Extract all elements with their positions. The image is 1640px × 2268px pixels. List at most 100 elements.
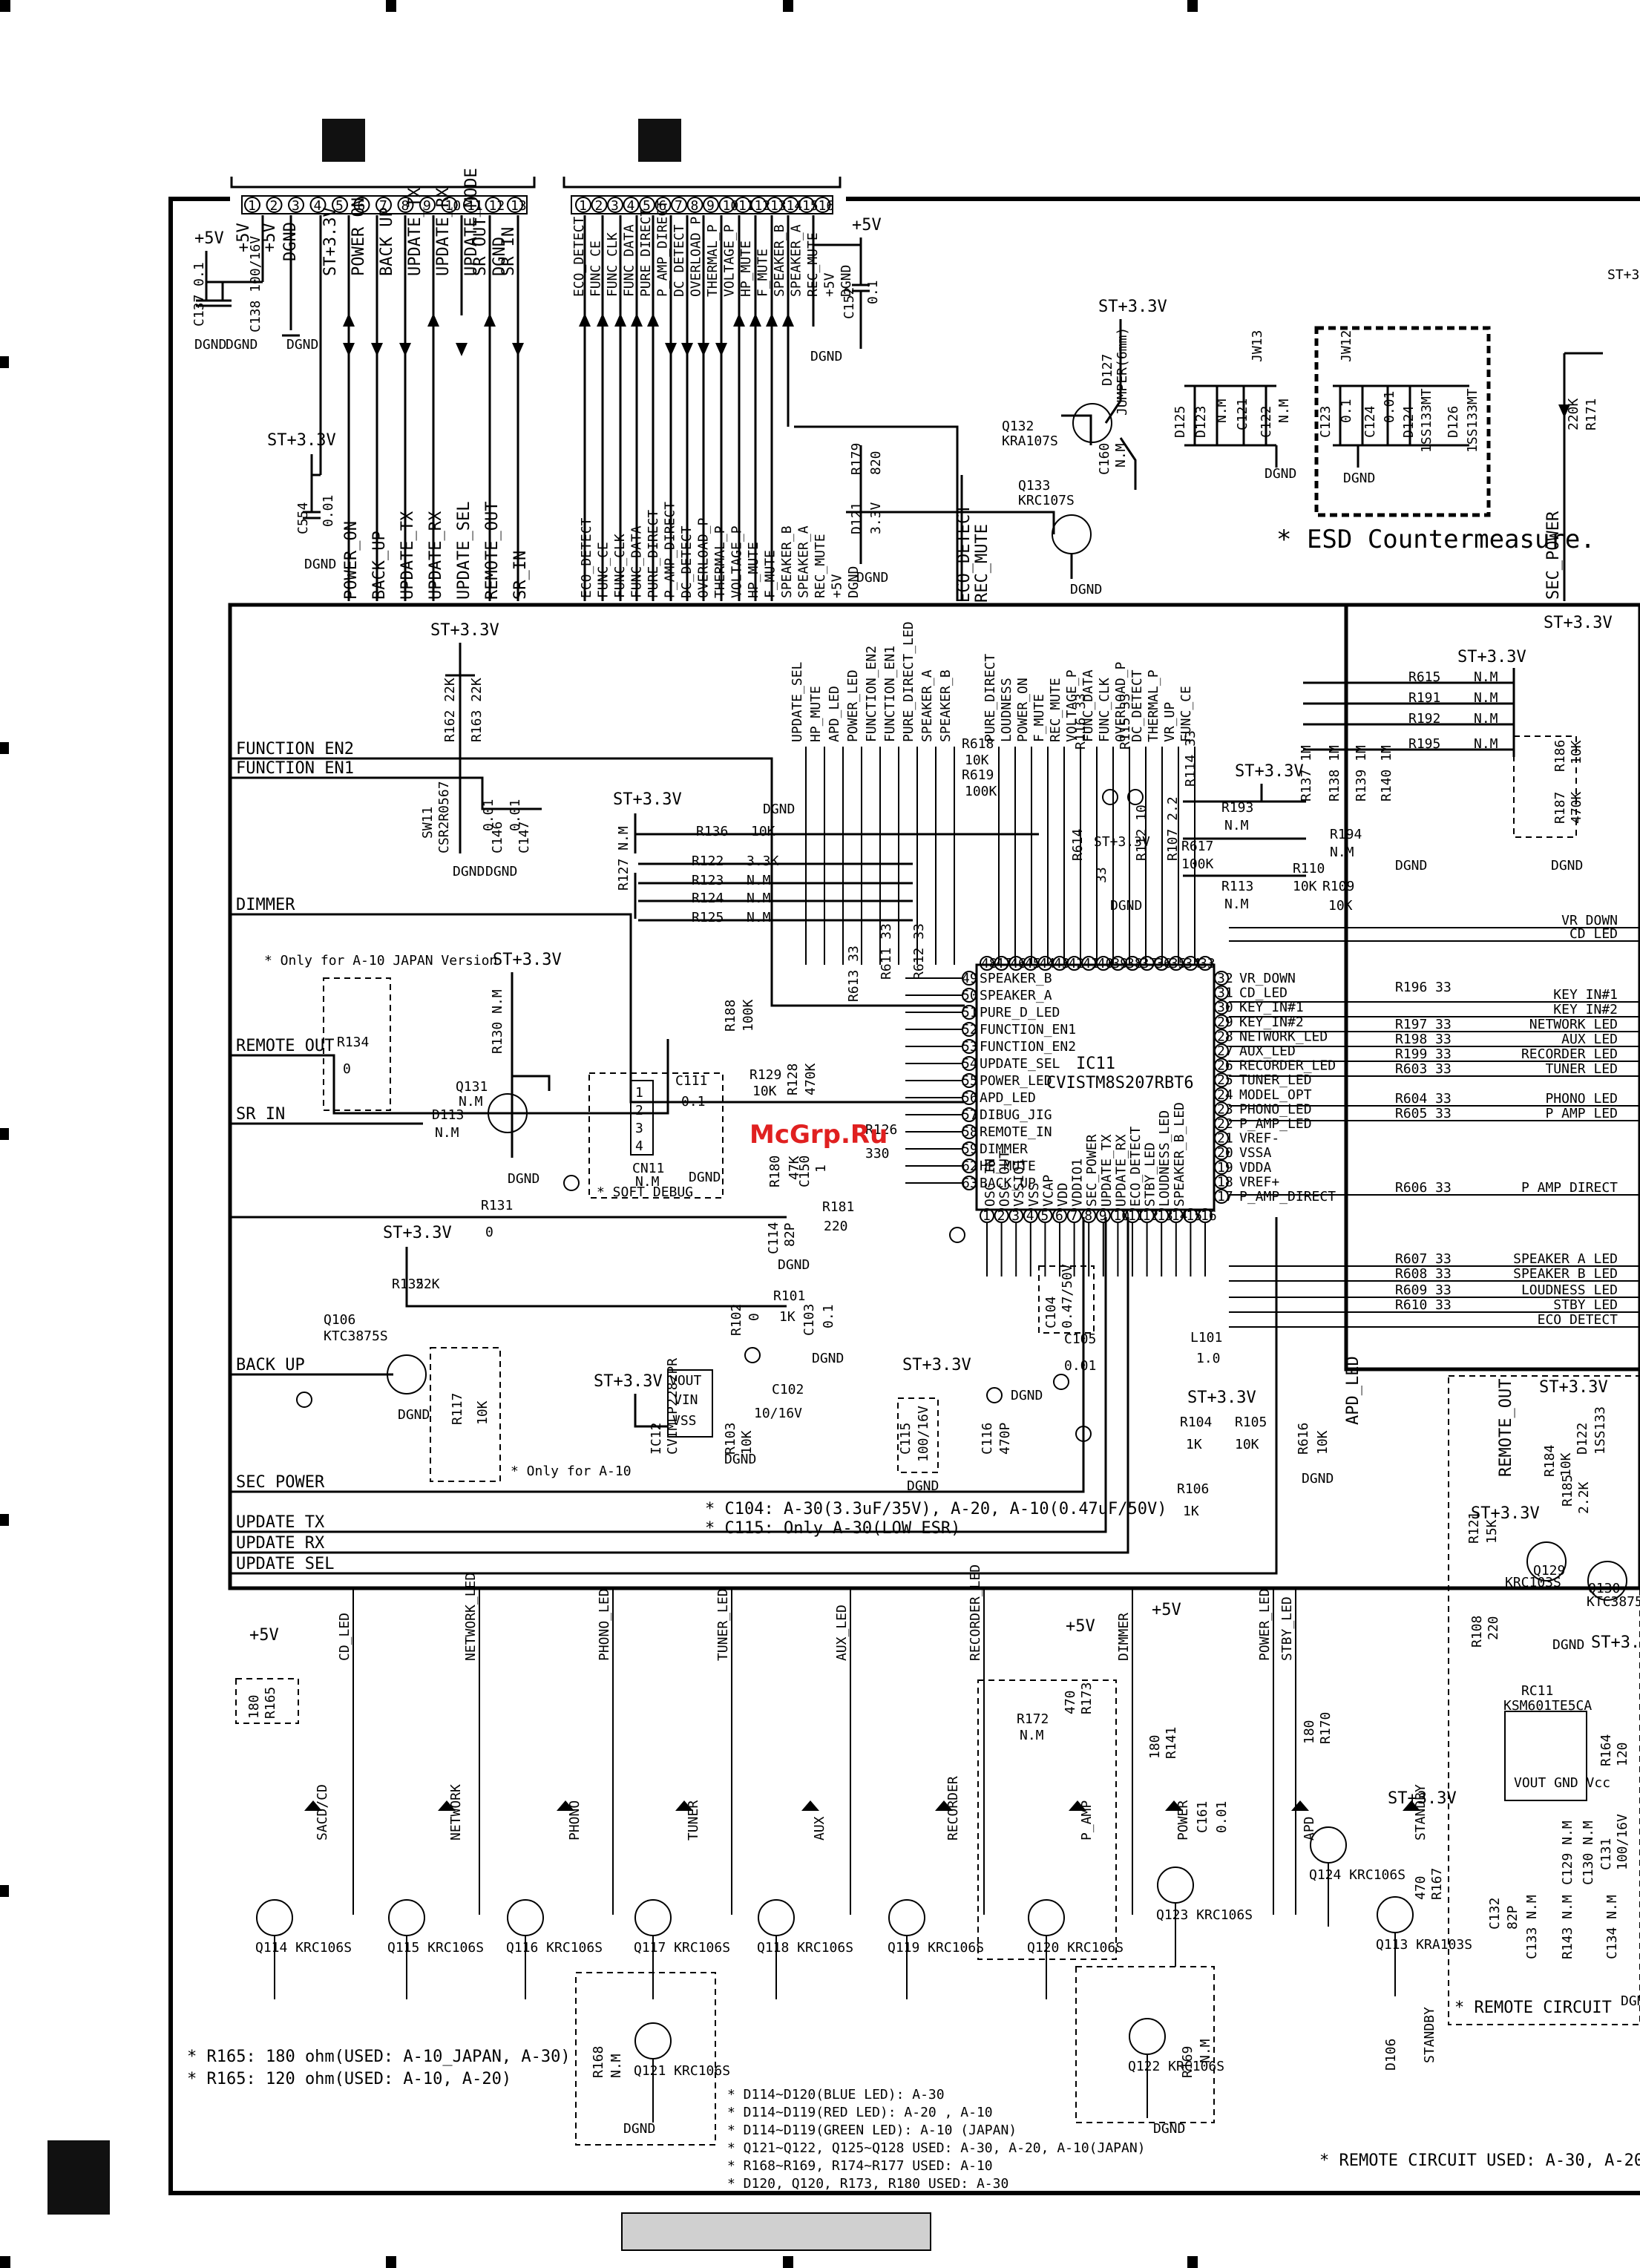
connector-pin [671, 197, 687, 213]
resistor-label: R197 33 [1395, 1017, 1452, 1032]
svg-text:R101: R101 [773, 1288, 805, 1304]
ic-pin [1214, 971, 1229, 986]
svg-text:KTC3875S: KTC3875S [324, 1328, 388, 1344]
svg-text:1SS133MT: 1SS133MT [1419, 388, 1434, 453]
svg-text:C160: C160 [1097, 443, 1112, 475]
svg-text:1K: 1K [779, 1309, 796, 1325]
svg-text:CN11: CN11 [632, 1161, 664, 1176]
ic-pin-number: 41 [1083, 956, 1099, 971]
svg-text:IC12: IC12 [649, 1423, 664, 1455]
svg-text:100K: 100K [965, 784, 997, 799]
svg-text:R107 2.2: R107 2.2 [1165, 796, 1181, 861]
svg-text:R186: R186 [1552, 740, 1568, 772]
bottom-notes: * R165: 180 ohm(USED: A-10_JAPAN, A-30) … [187, 2048, 1146, 2192]
svg-text:DGND: DGND [689, 1170, 721, 1185]
svg-text:N.M: N.M [1224, 818, 1249, 833]
svg-text:R130 N.M: R130 N.M [490, 989, 505, 1054]
svg-text:2: 2 [635, 1103, 643, 1118]
connector-pin [639, 197, 655, 213]
svg-text:47K: 47K [787, 1156, 802, 1180]
ic-pin-name: PHONO_LED [1239, 1101, 1312, 1117]
bottom-title-bar [621, 2212, 931, 2251]
svg-text:UPDATE_TX: UPDATE_TX [406, 187, 424, 276]
led-label: RECORDER [945, 1776, 961, 1841]
net-label: P_AMP_DIRECT [1521, 1180, 1618, 1196]
connector-pin [485, 197, 502, 213]
svg-text:ST+3.3V: ST+3.3V [1388, 1789, 1457, 1808]
svg-text:R618: R618 [962, 736, 994, 752]
svg-text:220: 220 [824, 1219, 848, 1234]
ic-pin-number: 18 [1217, 1174, 1233, 1190]
svg-text:R129: R129 [750, 1067, 781, 1083]
svg-text:UPDATE_RX: UPDATE_RX [434, 187, 453, 276]
svg-text:DGND: DGND [1621, 1993, 1640, 2009]
svg-text:DGND: DGND [1343, 471, 1375, 486]
ic-pin-number: 19 [1217, 1160, 1233, 1176]
bus-label: DC_DETECT [1129, 669, 1145, 742]
net-label: VR_DOWN [1561, 913, 1618, 928]
connector-pin-number: 13 [770, 198, 787, 214]
led-icon [557, 1800, 574, 1811]
svg-text:DGND: DGND [763, 802, 795, 817]
svg-text:0.01: 0.01 [1382, 391, 1397, 423]
main-board-box-right [1344, 603, 1640, 1371]
svg-text:+5V: +5V [1152, 1601, 1181, 1619]
bus-label: FUNCTION_EN1 [882, 646, 898, 742]
svg-text:DGND: DGND [485, 864, 517, 879]
svg-text:R106: R106 [1177, 1481, 1209, 1497]
ic-pin-number: 5 [1040, 1208, 1049, 1224]
svg-text:ST+3.3V: ST+3.3V [613, 790, 682, 809]
net-label: NETWORK_LED [1529, 1017, 1618, 1032]
bus-label: THERMAL_P [1146, 669, 1161, 742]
resistor-label: R199 33 [1395, 1046, 1452, 1062]
svg-text:N.M: N.M [1474, 690, 1498, 706]
svg-text:ST+3.3V: ST+3.3V [1457, 648, 1526, 666]
ic-pin [962, 1176, 977, 1190]
ic-pin-number: 45 [1025, 956, 1041, 971]
ic-pin-number: 49 [962, 971, 978, 986]
led-label: APD [1302, 1816, 1317, 1841]
connector-b-bus-label: OVERLOAD_P [696, 517, 712, 598]
resistor-label: R196 33 [1395, 980, 1452, 995]
svg-text:DGND: DGND [1153, 2121, 1185, 2137]
ic-pin-number: 13 [1157, 1208, 1173, 1224]
svg-text:DGND: DGND [1070, 582, 1102, 597]
connector-pin [288, 197, 304, 213]
svg-text:* C104: A-30(3.3uF/35V), A-20,: * C104: A-30(3.3uF/35V), A-20, A-10(0.47… [705, 1500, 1167, 1518]
ic-pin-name: OSC OUT [997, 1150, 1013, 1207]
svg-text:C102: C102 [772, 1382, 804, 1397]
svg-text:+5V: +5V [194, 229, 224, 248]
transistor-symbol [634, 1899, 672, 1936]
transistor-label: Q122 KRC106S [1128, 2059, 1224, 2074]
resistor-label: R608 33 [1395, 1266, 1452, 1282]
esd-box: JW12 C123 0.1 C124 0.01 D124 1SS133MT D1… [1276, 326, 1595, 554]
svg-text:N.M: N.M [1113, 443, 1129, 468]
connector-pin-number: 12 [489, 198, 505, 214]
resistor-label: R610 33 [1395, 1297, 1452, 1313]
ic-pin [962, 988, 977, 1003]
ic-pin-name: NETWORK_LED [1239, 1029, 1328, 1044]
ic-pin-number: 53 [962, 1039, 978, 1055]
connector-b-signals: ECO_DETECTECO_DETECTFUNC_CEFUNC_CEFUNC_C… [571, 200, 1570, 601]
ic-pin [1198, 956, 1213, 971]
connector-b-signal-label: THERMAL_P [705, 224, 721, 297]
svg-text:SW11: SW11 [420, 807, 436, 839]
connector-b-bus-label: DC_DETECT [679, 525, 695, 598]
ic-pin-number: 15 [1186, 1208, 1202, 1224]
svg-text:R127 N.M: R127 N.M [616, 826, 632, 891]
svg-text:Q133: Q133 [1018, 478, 1050, 494]
svg-text:R187: R187 [1552, 792, 1568, 824]
svg-text:* R165: 120 ohm(USED: A-10, A-: * R165: 120 ohm(USED: A-10, A-20) [187, 2070, 511, 2088]
svg-text:R138 1M: R138 1M [1327, 745, 1342, 802]
svg-text:0: 0 [485, 1225, 493, 1240]
svg-text:C147: C147 [516, 822, 532, 853]
net-label: TUNER_LED [1545, 1061, 1618, 1077]
svg-text:REMOTE_OUT: REMOTE_OUT [483, 502, 502, 600]
svg-text:C133 N.M: C133 N.M [1524, 1895, 1540, 1959]
svg-text:R172: R172 [1017, 1711, 1049, 1727]
